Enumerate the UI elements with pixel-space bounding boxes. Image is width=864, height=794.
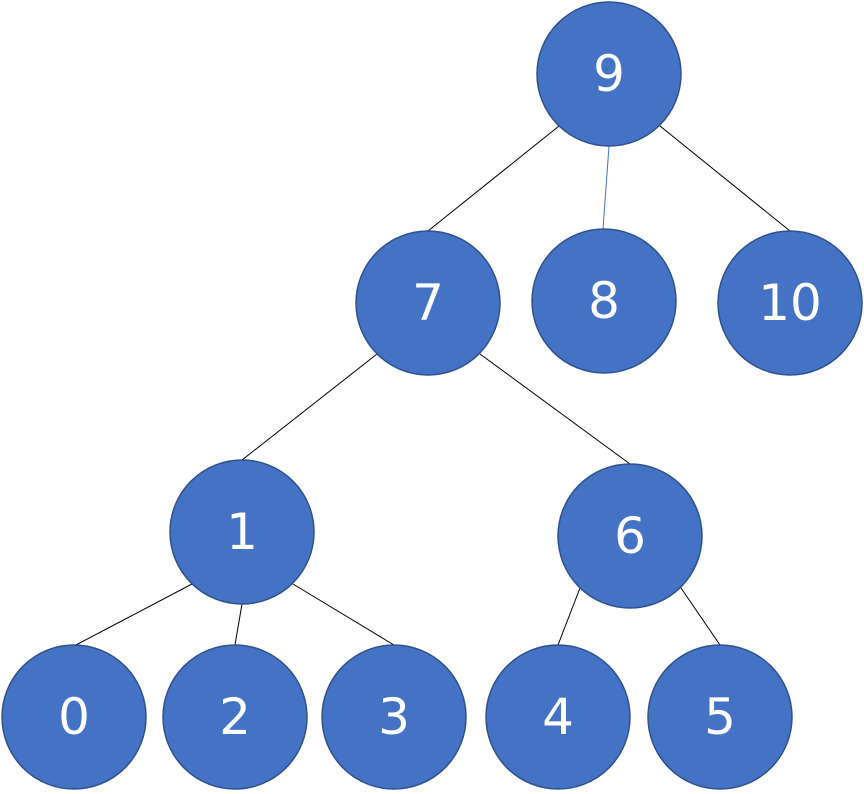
- node-10: 10: [717, 230, 863, 376]
- node-3: 3: [321, 644, 467, 790]
- node-2-circle: [162, 644, 308, 790]
- node-5-label: 5: [704, 688, 736, 746]
- node-0-circle: [1, 644, 147, 790]
- node-9-circle: [536, 1, 682, 147]
- node-10-label: 10: [758, 274, 822, 332]
- node-4-circle: [485, 644, 631, 790]
- node-1-circle: [169, 459, 315, 605]
- node-0: 0: [1, 644, 147, 790]
- edge-1-3: [292, 583, 395, 646]
- node-7-circle: [355, 230, 501, 376]
- edge-1-2: [234, 603, 243, 646]
- node-5-circle: [647, 644, 793, 790]
- edge-9-10: [659, 125, 791, 232]
- node-6-circle: [557, 463, 703, 609]
- node-10-circle: [717, 230, 863, 376]
- node-4-label: 4: [542, 688, 574, 746]
- edge-6-5: [680, 587, 721, 646]
- node-4: 4: [485, 644, 631, 790]
- edge-1-0: [73, 583, 193, 647]
- edge-7-1: [241, 353, 378, 461]
- node-9: 9: [536, 1, 682, 147]
- node-3-label: 3: [378, 688, 410, 746]
- edge-9-8: [602, 145, 610, 230]
- edge-6-4: [557, 587, 581, 646]
- node-2: 2: [162, 644, 308, 790]
- node-0-label: 0: [58, 688, 90, 746]
- edge-7-6: [479, 353, 631, 465]
- node-1-label: 1: [226, 503, 258, 561]
- node-3-circle: [321, 644, 467, 790]
- node-7: 7: [355, 230, 501, 376]
- node-9-label: 9: [593, 45, 625, 103]
- node-6-label: 6: [614, 507, 646, 565]
- edge-9-7: [427, 125, 560, 232]
- node-8-circle: [531, 228, 677, 374]
- node-8: 8: [531, 228, 677, 374]
- node-1: 1: [169, 459, 315, 605]
- node-5: 5: [647, 644, 793, 790]
- node-8-label: 8: [588, 272, 620, 330]
- edges: [73, 125, 791, 647]
- node-6: 6: [557, 463, 703, 609]
- node-7-label: 7: [412, 274, 444, 332]
- node-2-label: 2: [219, 688, 251, 746]
